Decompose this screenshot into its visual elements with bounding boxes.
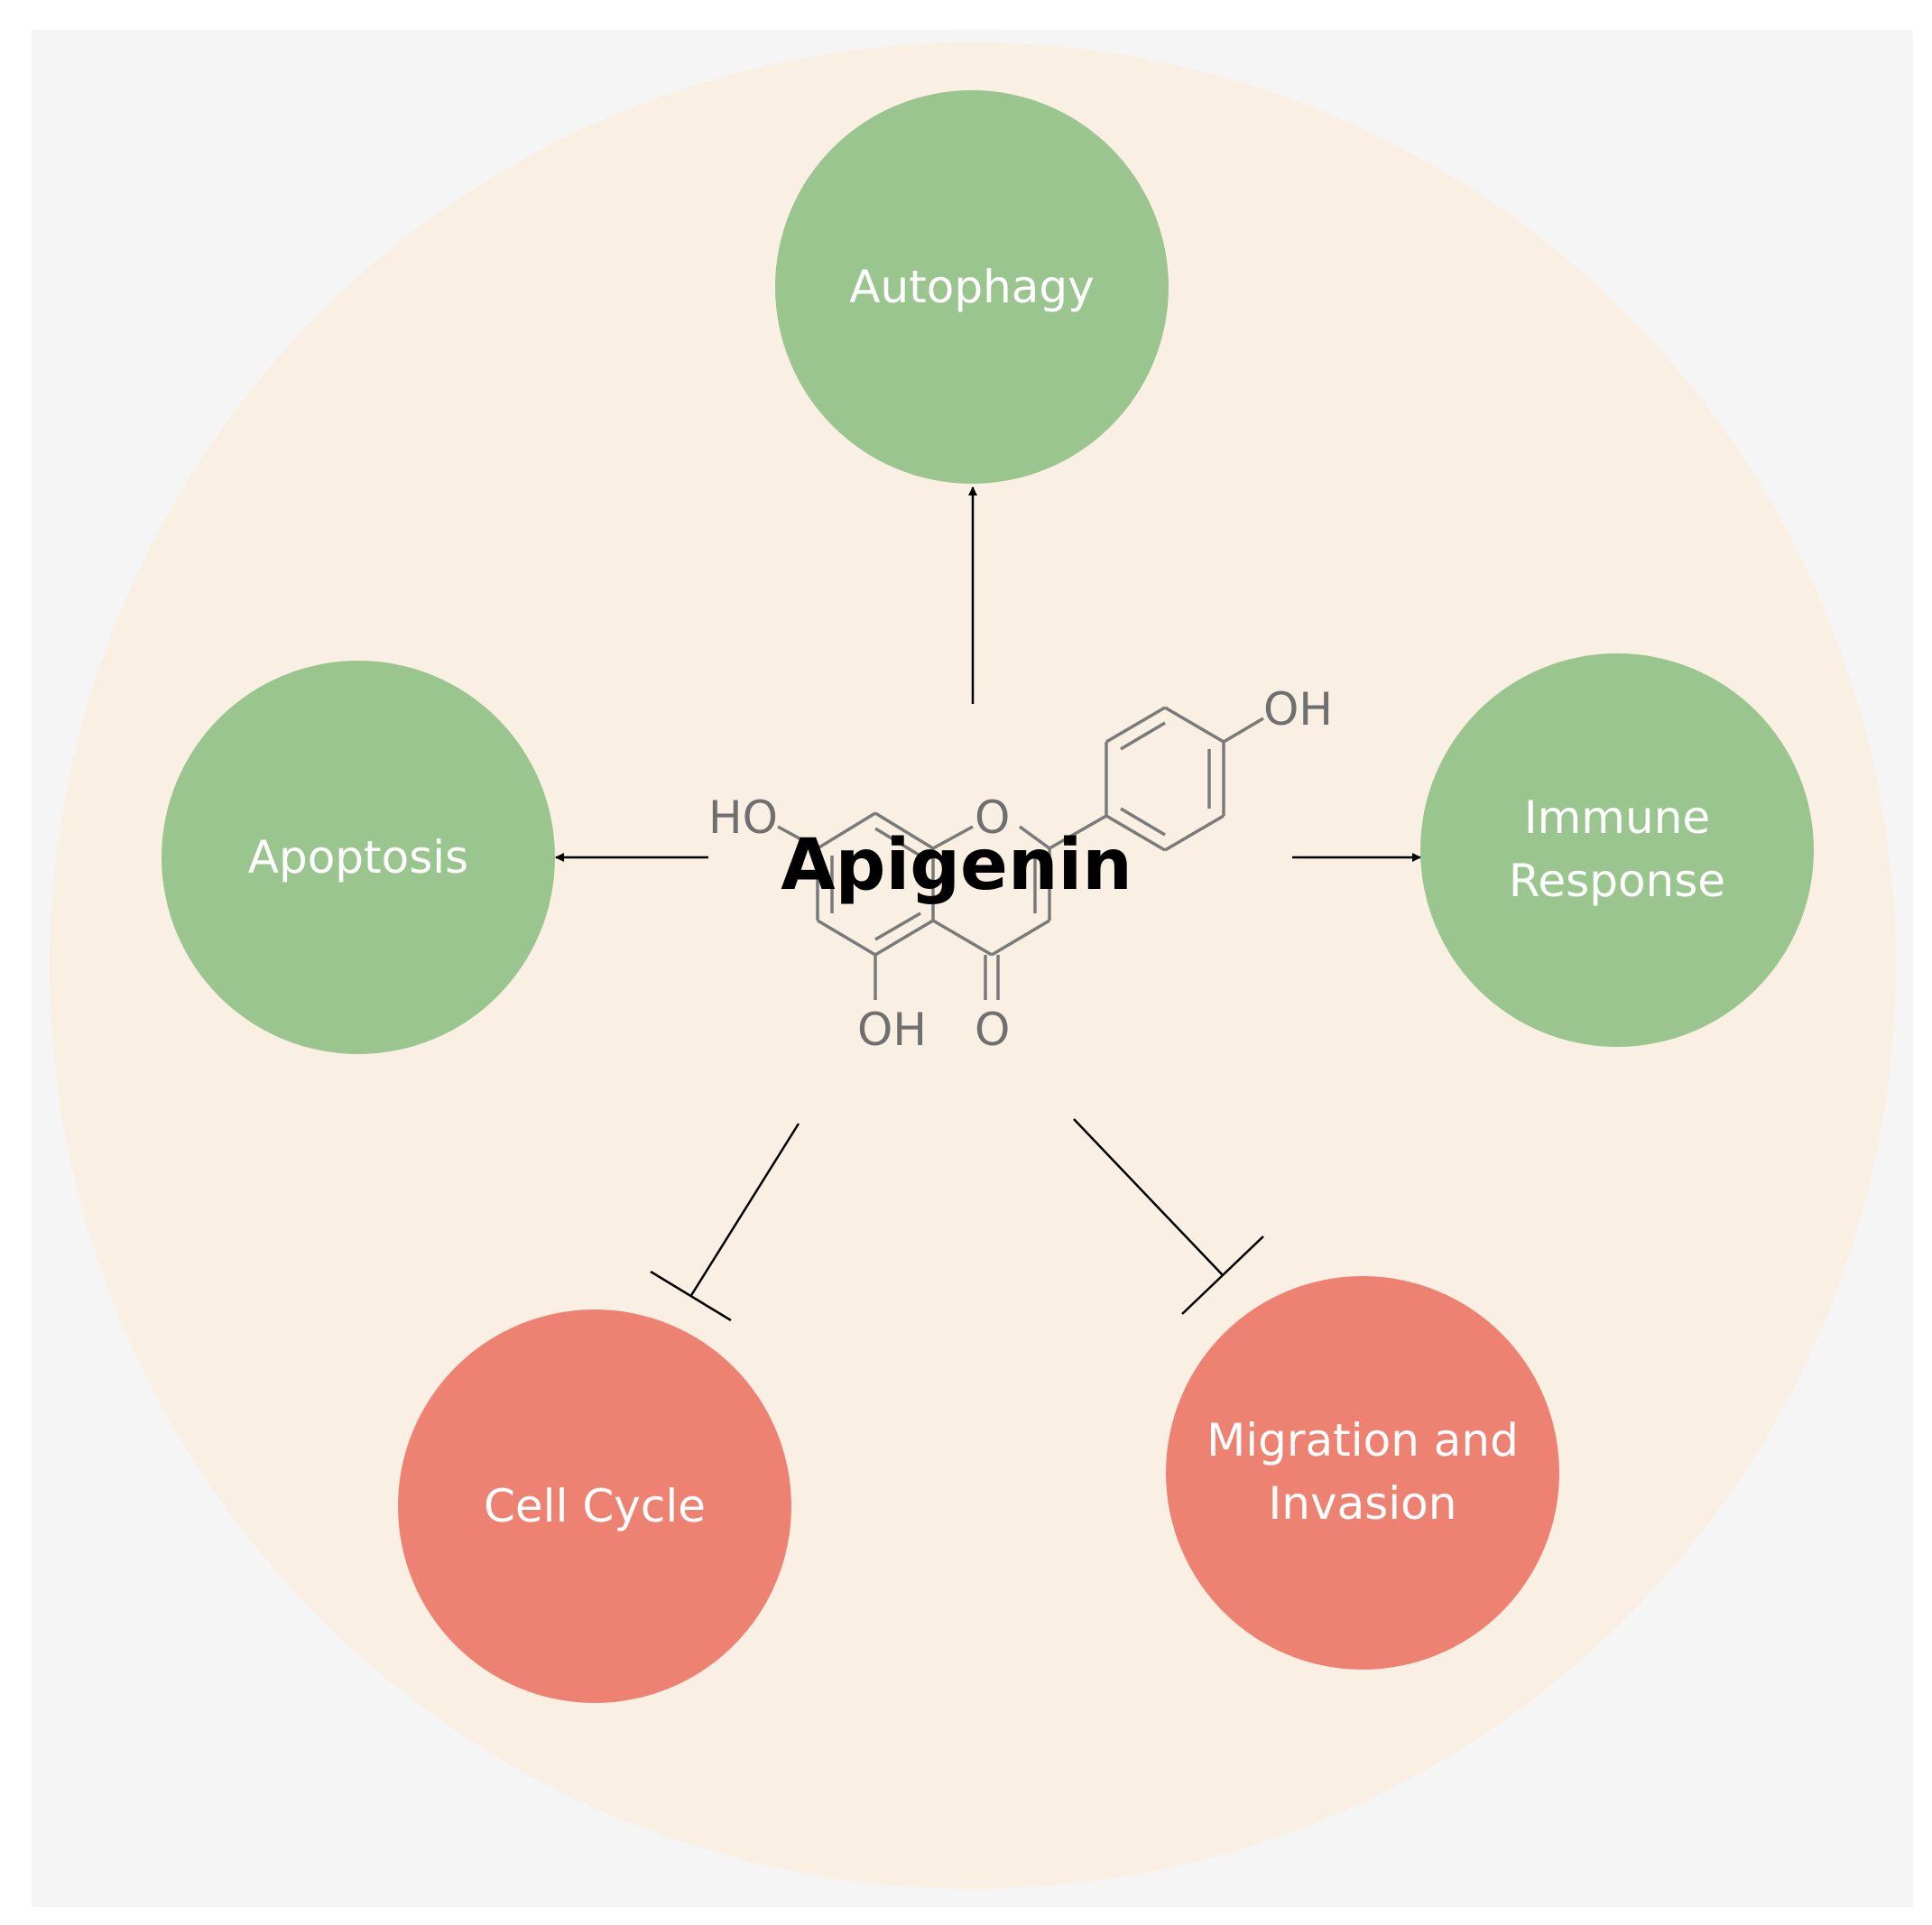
inhibit-line-cell-cycle bbox=[689, 1123, 800, 1298]
node-circle-immune-response bbox=[1420, 653, 1814, 1047]
node-label-cell-cycle: Cell Cycle bbox=[484, 1480, 706, 1532]
node-label-migration-line2: Invasion bbox=[1269, 1477, 1457, 1530]
edges bbox=[555, 486, 1421, 1322]
atom-label-oh-bottom: OH bbox=[857, 1004, 927, 1056]
node-label-apoptosis: Apoptosis bbox=[248, 831, 468, 884]
inhibit-bar-cell-cycle bbox=[650, 1270, 732, 1322]
node-migration-invasion: Migration and Invasion bbox=[1166, 1276, 1559, 1670]
node-label-immune-line1: Immune bbox=[1524, 791, 1710, 844]
node-circle-apoptosis bbox=[162, 661, 555, 1054]
node-apoptosis: Apoptosis bbox=[162, 661, 555, 1054]
node-label-immune-line2: Response bbox=[1509, 855, 1725, 907]
atom-label-o-carbonyl: O bbox=[975, 1004, 1010, 1056]
atom-label-ho: HO bbox=[708, 791, 778, 844]
inhibit-bar-migration bbox=[1181, 1236, 1264, 1315]
node-circle-autophagy bbox=[775, 90, 1169, 484]
node-label-migration-line1: Migration and bbox=[1206, 1414, 1519, 1467]
atom-label-oh-top: OH bbox=[1263, 683, 1333, 736]
center-label: Apigenin bbox=[781, 825, 1132, 906]
node-label-autophagy: Autophagy bbox=[849, 261, 1094, 313]
apigenin-structure: OH HO O OH O bbox=[708, 683, 1333, 1056]
node-circle-cell-cycle bbox=[398, 1310, 791, 1703]
atom-label-o-ring: O bbox=[975, 791, 1010, 844]
node-circle-migration-invasion bbox=[1166, 1276, 1559, 1670]
inhibit-line-migration bbox=[1073, 1118, 1224, 1276]
node-immune-response: Immune Response bbox=[1420, 653, 1814, 1047]
node-cell-cycle: Cell Cycle bbox=[398, 1310, 791, 1703]
node-autophagy: Autophagy bbox=[775, 90, 1169, 484]
